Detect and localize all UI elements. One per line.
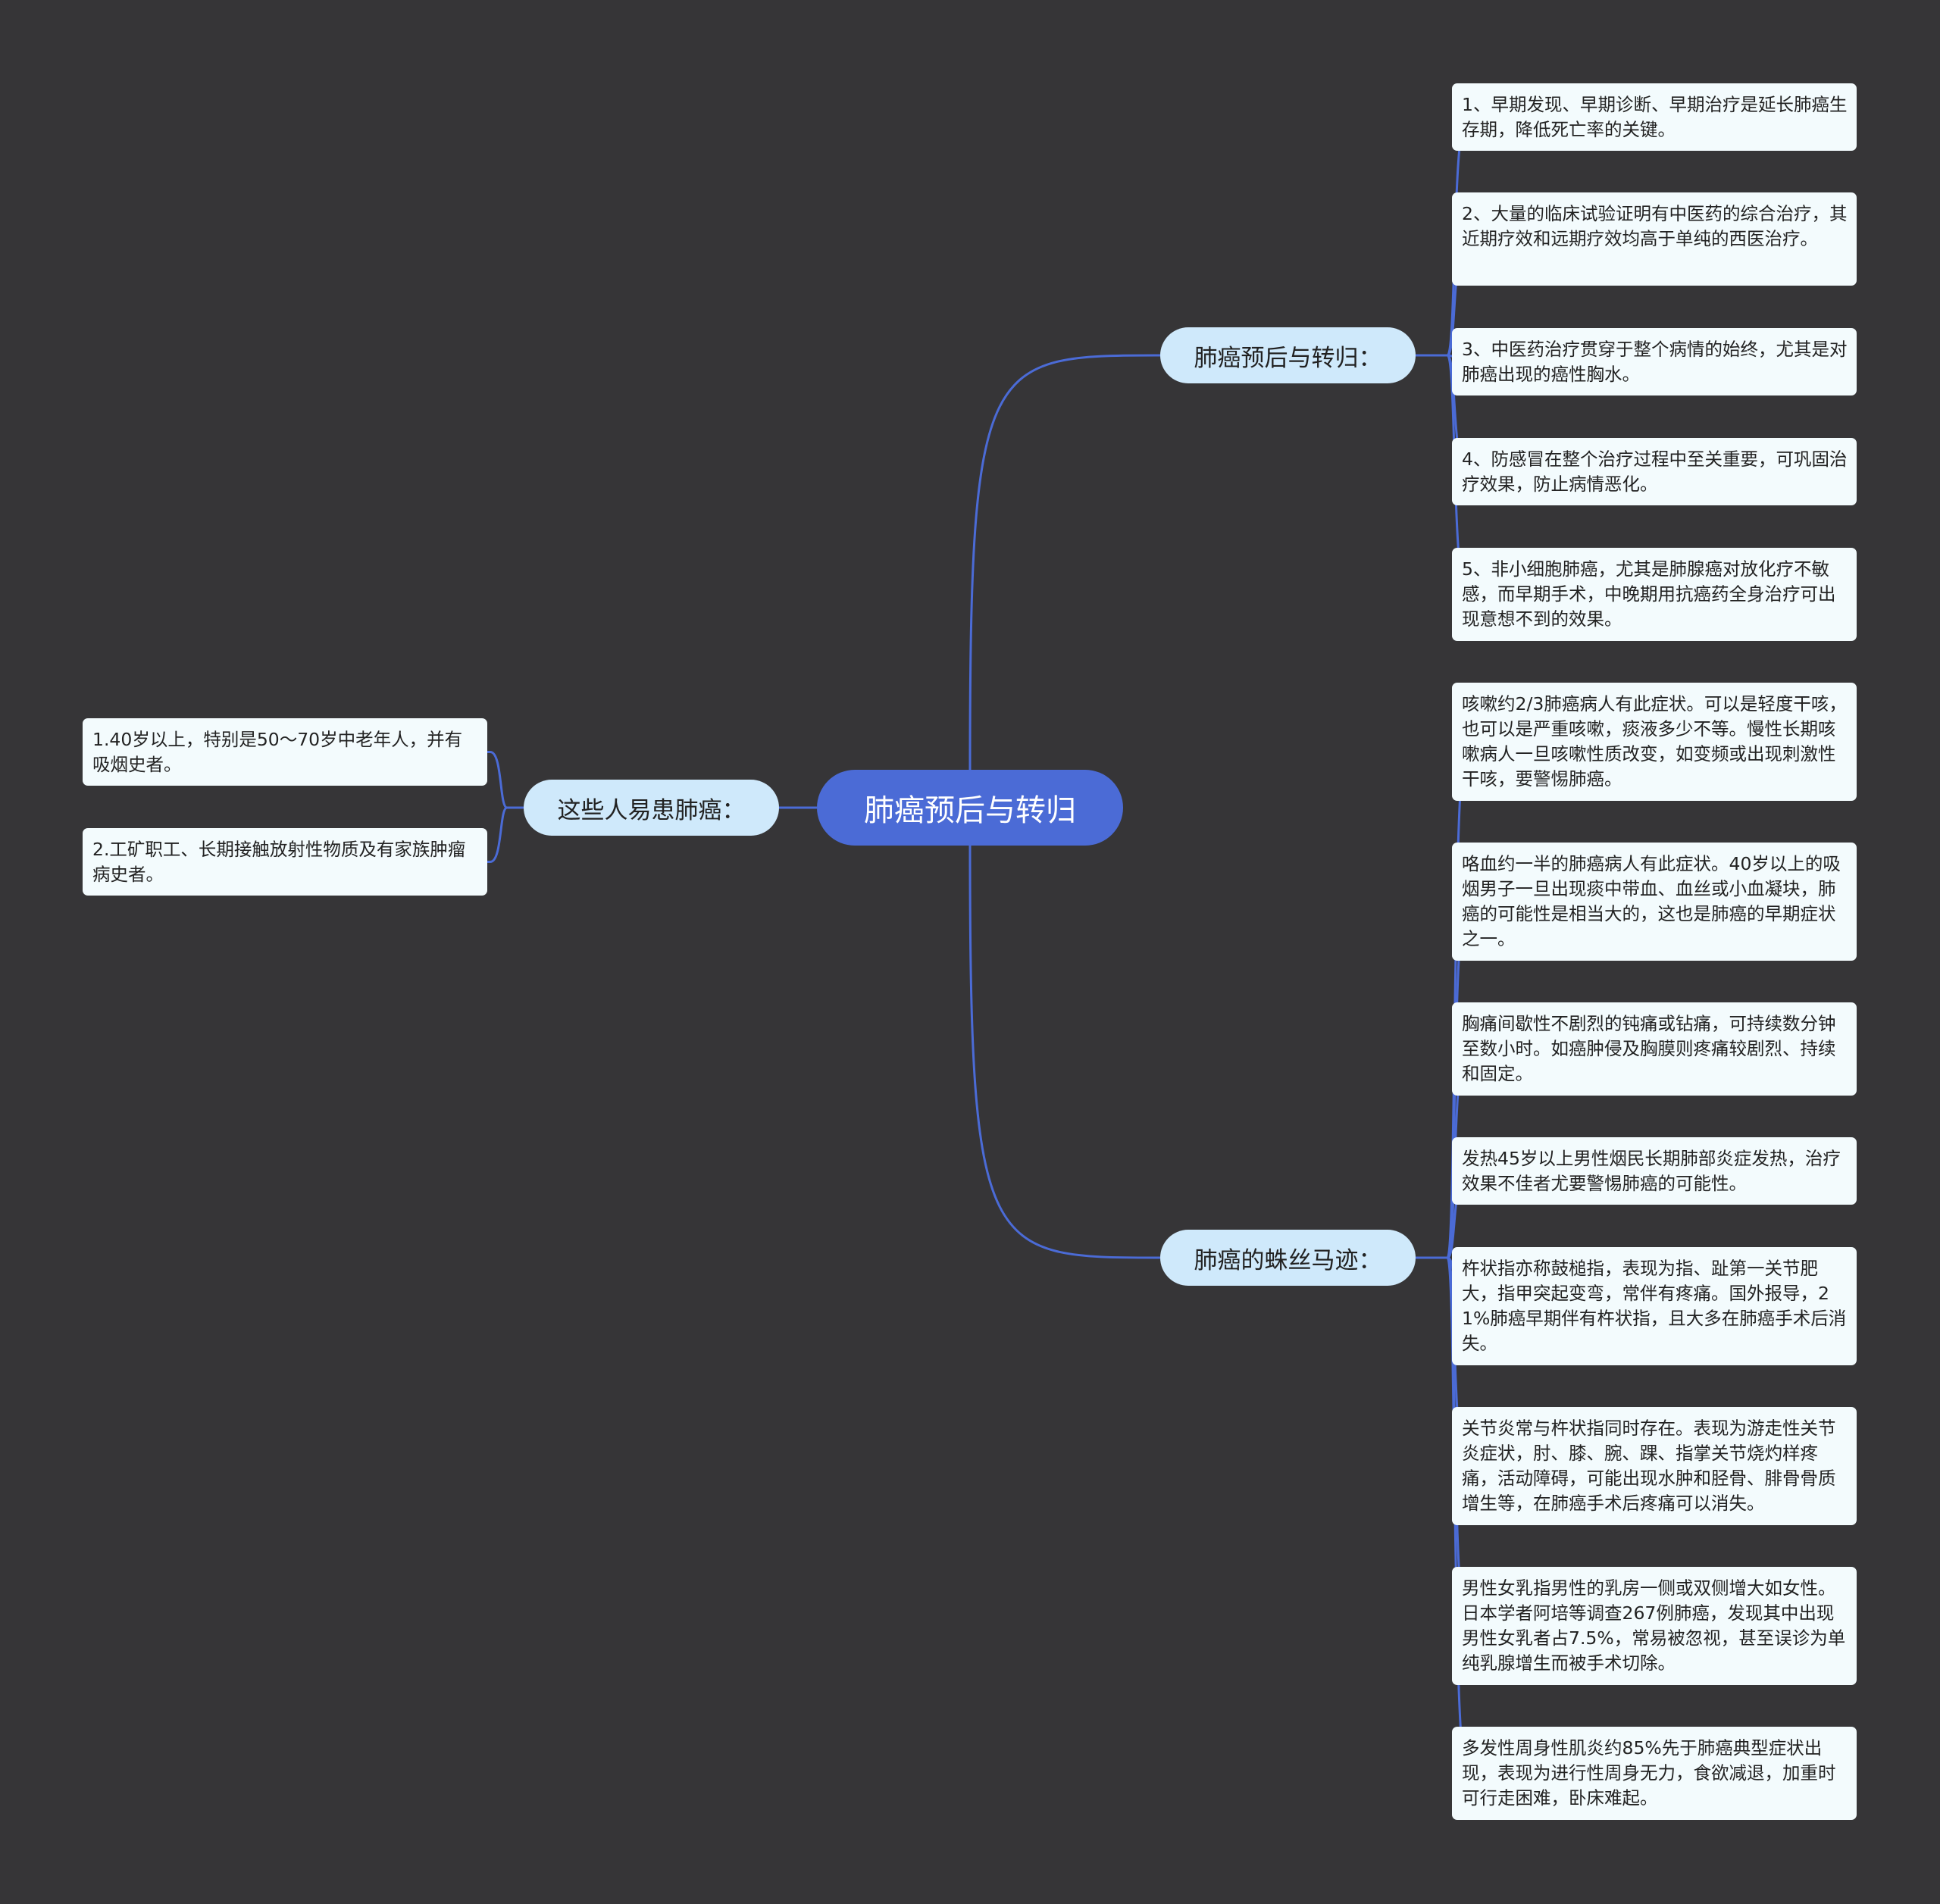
leaf-sign-gynecomastia[interactable]: 男性女乳指男性的乳房一侧或双侧增大如女性。日本学者阿培等调查267例肺癌，发现其… (1452, 1567, 1857, 1685)
branch-warning-signs[interactable]: 肺癌的蛛丝马迹： (1160, 1230, 1416, 1286)
branch-prognosis[interactable]: 肺癌预后与转归： (1160, 327, 1416, 383)
leaf-sign-myositis[interactable]: 多发性周身性肌炎约85%先于肺癌典型症状出现，表现为进行性周身无力，食欲减退，加… (1452, 1727, 1857, 1820)
leaf-risk-occupation-family[interactable]: 2.工矿职工、长期接触放射性物质及有家族肿瘤病史者。 (83, 828, 487, 896)
leaf-prognosis-5[interactable]: 5、非小细胞肺癌，尤其是肺腺癌对放化疗不敏感，而早期手术，中晚期用抗癌药全身治疗… (1452, 548, 1857, 641)
leaf-sign-hemoptysis[interactable]: 咯血约一半的肺癌病人有此症状。40岁以上的吸烟男子一旦出现痰中带血、血丝或小血凝… (1452, 843, 1857, 961)
leaf-sign-chest-pain[interactable]: 胸痛间歇性不剧烈的钝痛或钻痛，可持续数分钟至数小时。如癌肿侵及胸膜则疼痛较剧烈、… (1452, 1002, 1857, 1096)
leaf-risk-age-smoking[interactable]: 1.40岁以上，特别是50～70岁中老年人，并有吸烟史者。 (83, 718, 487, 786)
link-high-risk-1 (487, 751, 508, 809)
leaf-sign-fever[interactable]: 发热45岁以上男性烟民长期肺部炎症发热，治疗效果不佳者尤要警惕肺癌的可能性。 (1452, 1137, 1857, 1205)
leaf-sign-cough[interactable]: 咳嗽约2/3肺癌病人有此症状。可以是轻度干咳，也可以是严重咳嗽，痰液多少不等。慢… (1452, 683, 1857, 801)
leaf-prognosis-1[interactable]: 1、早期发现、早期诊断、早期治疗是延长肺癌生存期，降低死亡率的关键。 (1452, 83, 1857, 151)
link-root-prognosis (968, 354, 1161, 771)
leaf-prognosis-4[interactable]: 4、防感冒在整个治疗过程中至关重要，可巩固治疗效果，防止病情恶化。 (1452, 438, 1857, 505)
leaf-prognosis-3[interactable]: 3、中医药治疗贯穿于整个病情的始终，尤其是对肺癌出现的癌性胸水。 (1452, 328, 1857, 395)
leaf-sign-arthritis[interactable]: 关节炎常与杵状指同时存在。表现为游走性关节炎症状，肘、膝、腕、踝、指掌关节烧灼样… (1452, 1407, 1857, 1525)
link-high-risk-2 (487, 806, 508, 863)
leaf-prognosis-2[interactable]: 2、大量的临床试验证明有中医药的综合治疗，其近期疗效和远期疗效均高于单纯的西医治… (1452, 192, 1857, 286)
leaf-sign-clubbing[interactable]: 杵状指亦称鼓槌指，表现为指、趾第一关节肥大，指甲突起变弯，常伴有疼痛。国外报导，… (1452, 1247, 1857, 1365)
branch-high-risk-groups[interactable]: 这些人易患肺癌： (524, 780, 779, 836)
link-root-warning-signs (968, 845, 1161, 1259)
root-topic[interactable]: 肺癌预后与转归 (817, 770, 1123, 846)
